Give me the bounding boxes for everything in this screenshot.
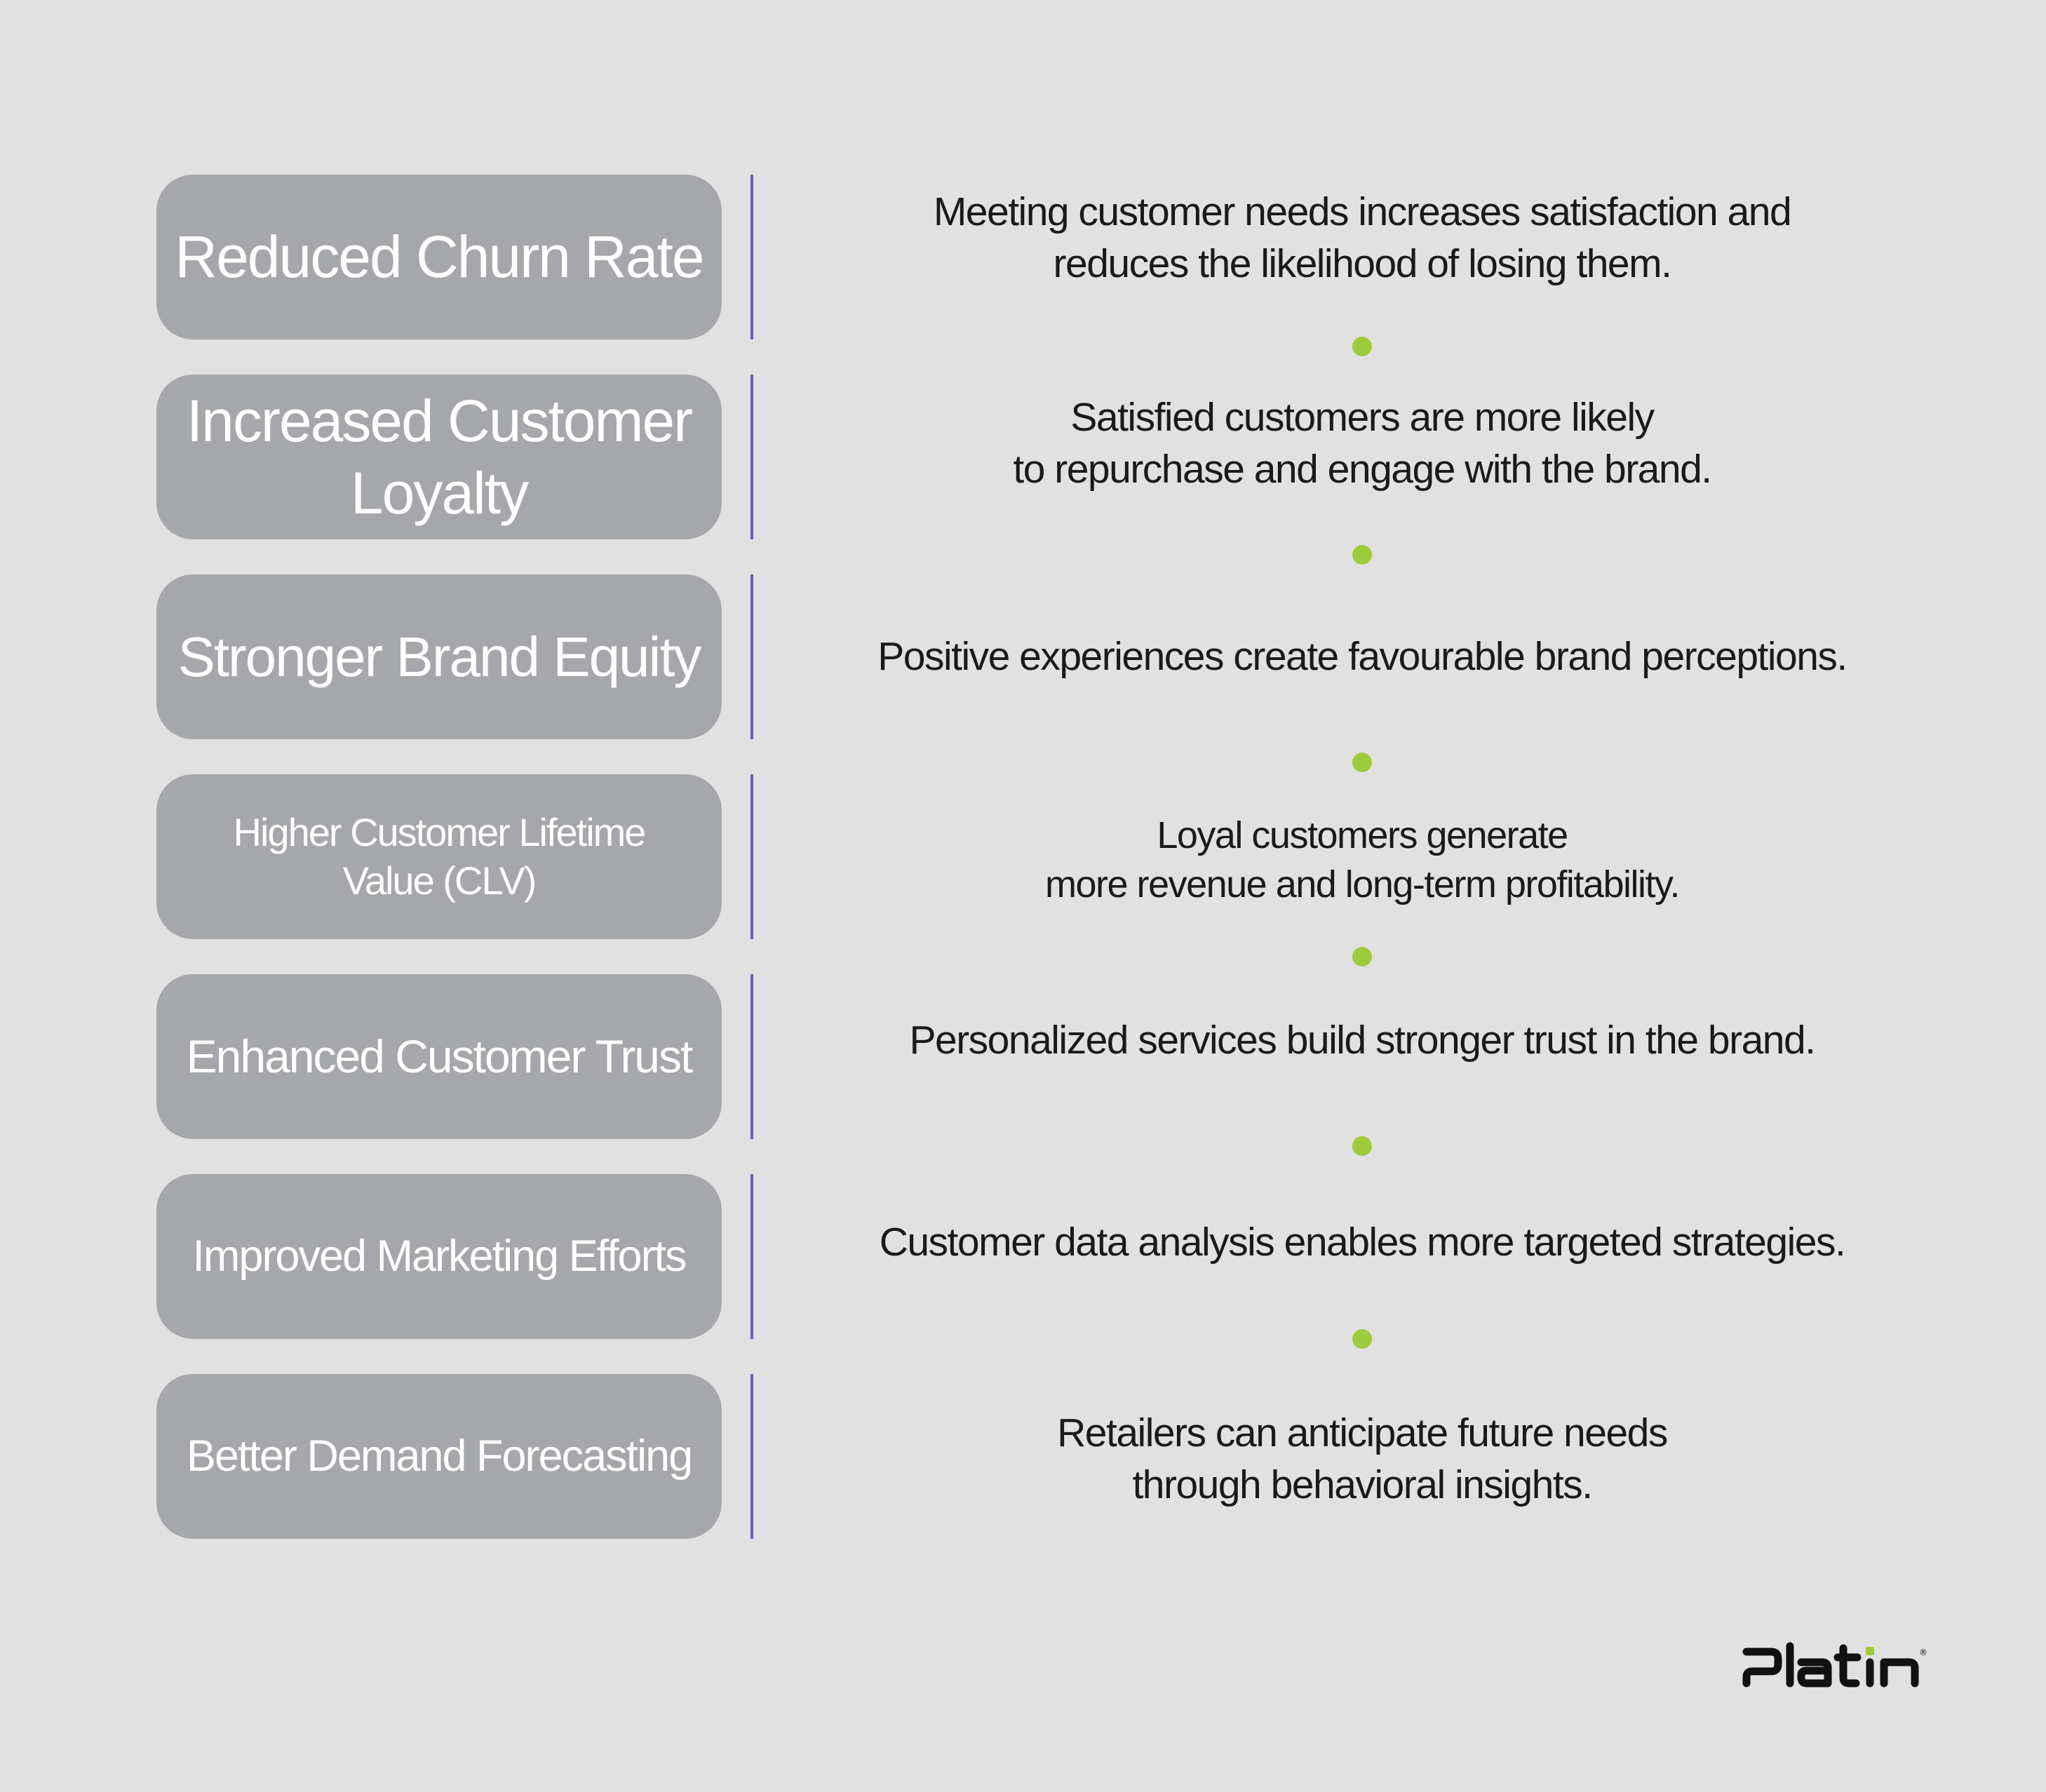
- divider: [751, 175, 753, 339]
- benefit-description-1: Meeting customer needs increases satisfa…: [933, 189, 1792, 286]
- benefit-box-1: Reduced Churn Rate: [156, 175, 722, 339]
- divider: [751, 774, 753, 939]
- divider: [751, 974, 753, 1139]
- separator-dot: [1352, 753, 1372, 772]
- benefit-box-2: Increased Customer Loyalty: [156, 375, 722, 539]
- divider: [751, 1374, 753, 1539]
- separator-dot: [1352, 1329, 1372, 1349]
- benefit-description-2: Satisfied customers are more likely to r…: [1013, 395, 1712, 492]
- separator-dot: [1352, 1136, 1372, 1156]
- divider: [751, 1174, 753, 1339]
- benefit-box-5: Enhanced Customer Trust: [156, 974, 722, 1139]
- divider: [751, 375, 753, 539]
- benefit-box-3: Stronger Brand Equity: [156, 574, 722, 739]
- separator-dot: [1352, 947, 1372, 966]
- benefit-description-3: Positive experiences create favourable b…: [877, 634, 1848, 679]
- benefit-description-5: Personalized services build stronger tru…: [909, 1018, 1816, 1063]
- platin-logo: ®: [1739, 1634, 1936, 1697]
- benefit-box-4: Higher Customer Lifetime Value (CLV): [156, 774, 722, 939]
- separator-dot: [1352, 545, 1372, 565]
- benefit-box-7: Better Demand Forecasting: [156, 1374, 722, 1539]
- benefit-description-7: Retailers can anticipate future needs th…: [1057, 1410, 1668, 1507]
- benefit-box-6: Improved Marketing Efforts: [156, 1174, 722, 1339]
- svg-text:®: ®: [1919, 1648, 1927, 1657]
- benefit-description-4: Loyal customers generate more revenue an…: [1045, 814, 1680, 905]
- benefit-description-6: Customer data analysis enables more targ…: [879, 1220, 1846, 1265]
- separator-dot: [1352, 337, 1372, 356]
- divider: [751, 574, 753, 739]
